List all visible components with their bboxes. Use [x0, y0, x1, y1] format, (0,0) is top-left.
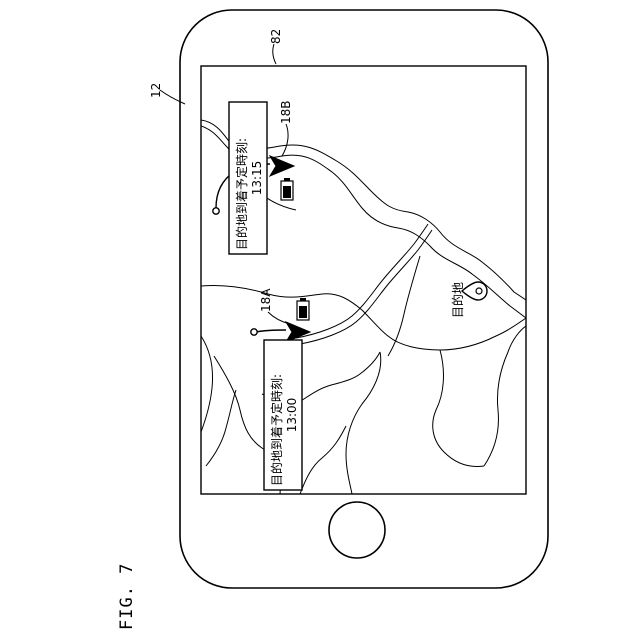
callout-a-line1: 目的地到着予定時刻: — [269, 374, 284, 486]
ref-18b: 18B — [279, 100, 293, 124]
callout-b-line1: 目的地到着予定時刻: — [234, 138, 249, 250]
ref-82: 82 — [269, 29, 283, 44]
route-start-b — [213, 208, 219, 214]
route-start-a — [251, 329, 257, 335]
battery-icon — [281, 178, 293, 200]
figure-label: FIG. 7 — [117, 563, 137, 630]
callout-arrival-a: 目的地到着予定時刻: 13:00 — [264, 340, 302, 490]
home-button-icon[interactable] — [329, 502, 385, 558]
ref-18a: 18A — [259, 288, 273, 312]
battery-icon — [297, 298, 309, 320]
callout-a-line2: 13:00 — [285, 398, 299, 433]
callout-arrival-b: 目的地到着予定時刻: 13:15 — [229, 102, 267, 254]
leader-12 — [160, 90, 185, 104]
leader-82 — [273, 44, 276, 64]
ref-12: 12 — [149, 83, 163, 98]
destination-label: 目的地 — [450, 282, 465, 318]
callout-b-line2: 13:15 — [250, 161, 264, 196]
